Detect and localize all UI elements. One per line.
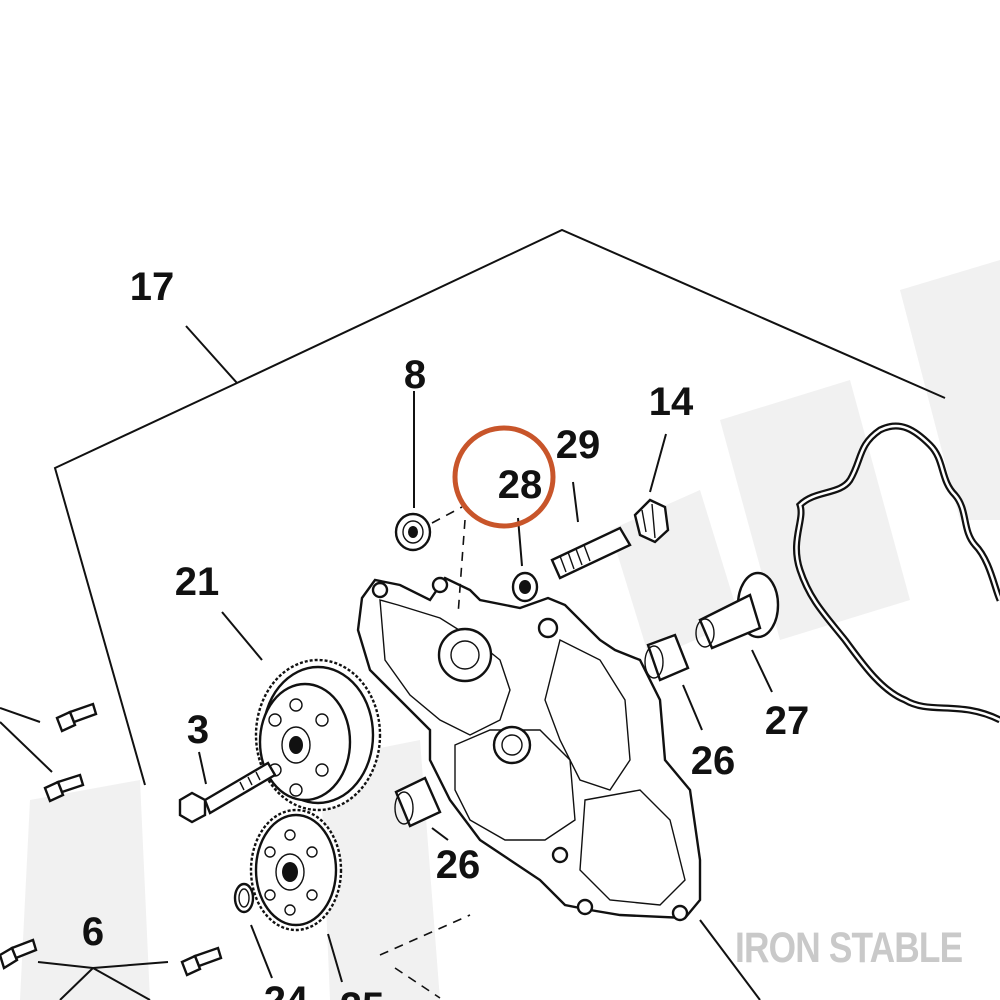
highlight-circle [452,425,556,529]
callout-28: 28 [498,463,543,507]
callout-25: 25 [340,985,385,1000]
circlip-24 [233,882,273,979]
gear-shaft-27 [695,571,780,693]
gearbox-housing [356,576,761,1000]
assembly-bracket-17 [53,228,946,786]
callout-24: 24 [264,979,309,1000]
bolt-3 [178,751,277,824]
callout-27: 27 [765,699,810,743]
bearing-26-left [394,776,449,841]
callout-3: 3 [187,708,209,752]
callout-21: 21 [175,560,220,604]
callout-29: 29 [556,423,601,467]
callout-8: 8 [404,353,426,397]
gear-21 [221,611,382,812]
bolts-6 [0,702,223,1000]
callout-26-right: 26 [691,739,736,783]
callout-17: 17 [130,265,175,309]
callout-6: 6 [82,910,104,954]
shaft-29 [550,481,632,580]
watermark-text: IRON STABLE [735,924,963,972]
bearing-26-right [644,633,703,731]
callout-14: 14 [649,380,694,424]
callout-26-left: 26 [436,843,481,887]
cover-gasket [793,422,1000,724]
callout-labels: 17 8 28 29 14 21 3 26 26 27 6 24 25 [82,265,809,1000]
bearing-8 [394,391,463,552]
gear-25 [249,808,471,999]
sprocket-14 [633,433,670,544]
